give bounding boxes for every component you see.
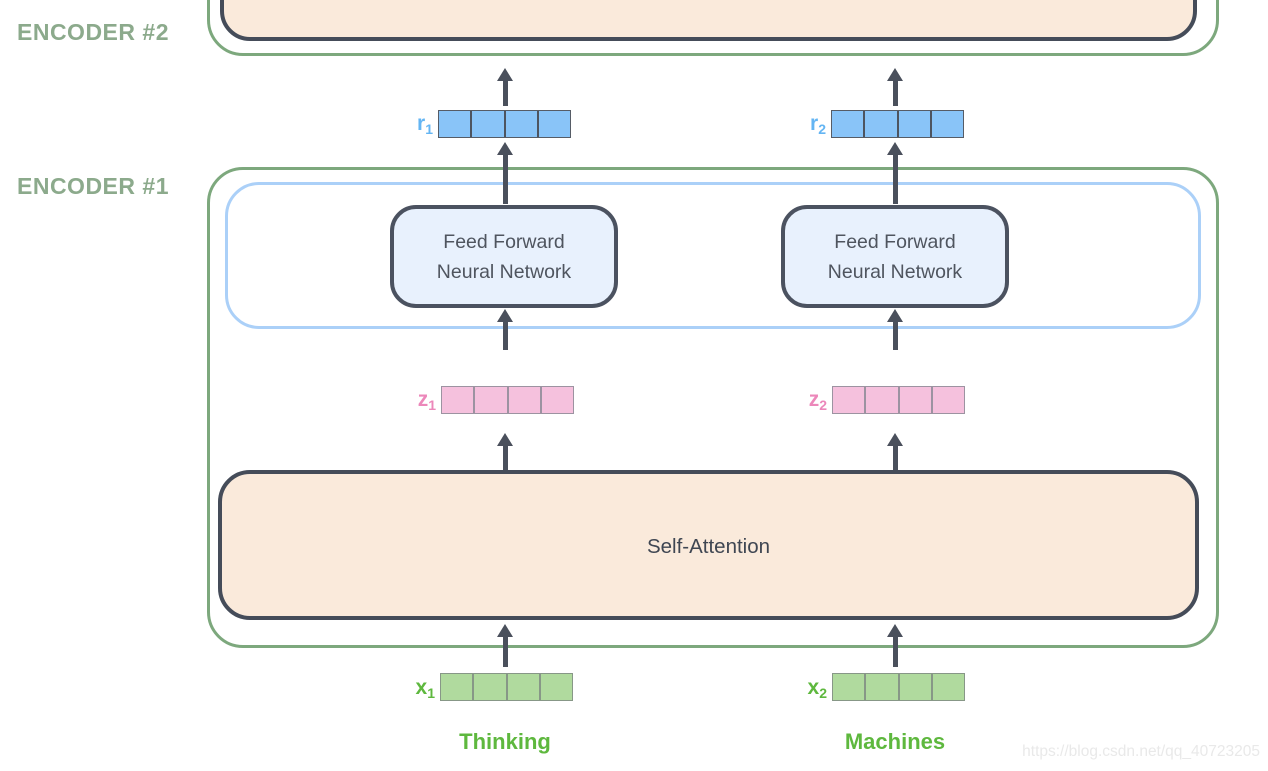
vector-label-x1: x1	[415, 676, 435, 701]
encoder-2-self-attention-box	[220, 0, 1197, 41]
vector-label-z2: z2	[808, 388, 827, 413]
up-arrow-icon	[887, 68, 903, 106]
feed-forward-box-2: Feed Forward Neural Network	[781, 205, 1009, 308]
encoder-1-label: ENCODER #1	[17, 173, 169, 199]
vector-z1	[441, 386, 574, 414]
self-attention-box: Self-Attention	[218, 470, 1199, 620]
ffnn-label-line2: Neural Network	[436, 260, 572, 283]
ffnn-label-line1: Feed Forward	[834, 230, 956, 253]
feed-forward-box-1: Feed Forward Neural Network	[390, 205, 618, 308]
vector-label-z1: z1	[417, 388, 436, 413]
vector-z2	[832, 386, 965, 414]
vector-x2	[832, 673, 965, 701]
up-arrow-icon	[497, 433, 513, 471]
up-arrow-icon	[497, 309, 513, 350]
up-arrow-icon	[497, 624, 513, 667]
up-arrow-icon	[887, 433, 903, 471]
vector-r1	[438, 110, 571, 138]
vector-r2	[831, 110, 964, 138]
input-word-machines: Machines	[844, 729, 946, 754]
up-arrow-icon	[497, 142, 513, 204]
encoder-2-label: ENCODER #2	[17, 19, 169, 45]
ffnn-label-line2: Neural Network	[827, 260, 963, 283]
input-word-thinking: Thinking	[459, 729, 551, 754]
encoder-1-box	[207, 167, 1219, 648]
up-arrow-icon	[497, 68, 513, 106]
watermark-url: https://blog.csdn.net/qq_40723205	[1022, 743, 1260, 760]
up-arrow-icon	[887, 624, 903, 667]
vector-label-r1: r1	[417, 112, 433, 137]
encoder-2-box	[207, 0, 1219, 56]
feed-forward-layer-box	[225, 182, 1201, 329]
ffnn-label-line1: Feed Forward	[443, 230, 565, 253]
up-arrow-icon	[887, 142, 903, 204]
vector-x1	[440, 673, 573, 701]
vector-label-x2: x2	[807, 676, 827, 701]
up-arrow-icon	[887, 309, 903, 350]
self-attention-label: Self-Attention	[646, 535, 771, 558]
vector-label-r2: r2	[810, 112, 826, 137]
